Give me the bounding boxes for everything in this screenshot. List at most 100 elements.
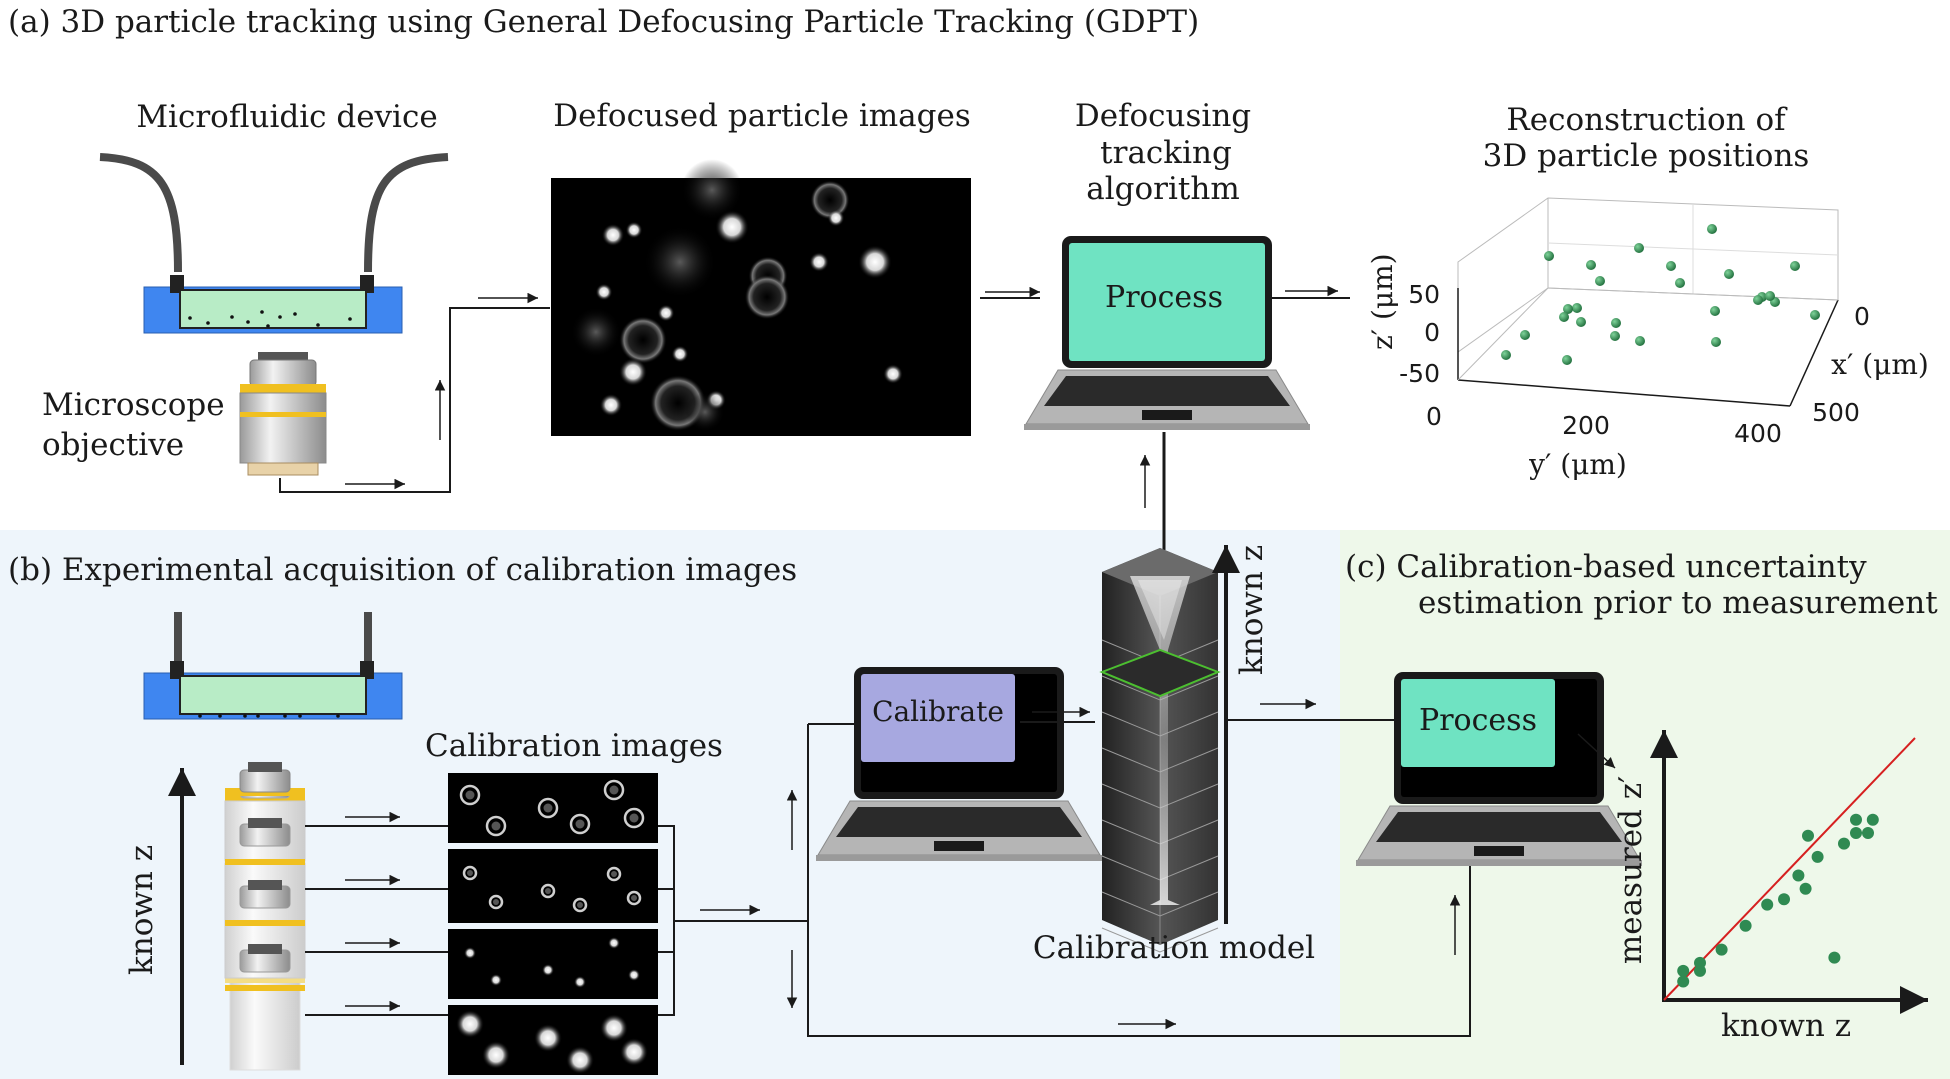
calibration-particle-core [611,871,617,877]
calibration-particle [459,784,481,806]
defocused-particle-image [551,159,971,436]
defocused-particle [619,316,667,364]
panel-c-title-line1: (c) Calibration-based uncertainty [1345,549,1867,585]
objective-stack [224,762,306,1071]
calibration-particle-core [609,785,619,795]
scatter-point [1850,827,1862,840]
calibrate-label: Calibrate [872,695,1004,728]
plot3d-point [1610,331,1620,341]
plot3d-xtick-1: 500 [1812,398,1860,427]
calibration-particle-core [629,813,639,823]
calibration-particle [534,1024,562,1052]
defocused-particle [657,304,675,322]
microfluidic-label: Microfluidic device [136,99,437,135]
calibration-particle-core [543,803,553,813]
panel-a-title: (a) 3D particle tracking using General D… [8,4,1199,40]
algorithm-label-line3: algorithm [1086,171,1239,207]
defocused-particle [625,221,643,239]
calibration-particle-core [491,821,501,831]
plot3d-point [1810,310,1820,320]
plot3d-ytick-0: 0 [1426,402,1442,431]
model-slice [1101,927,1219,953]
calibration-particle [569,813,591,835]
defocused-particle [570,306,622,358]
calibration-particle [572,897,588,913]
defocused-particle [809,252,829,272]
plot3d-point [1711,337,1721,347]
plot3d-point [1595,276,1605,286]
calibration-particle [537,797,559,819]
plot3d-point [1559,312,1569,322]
plot-3d: z′ (μm) 50 0 -50 0 200 400 y′ (μm) 0 500… [1366,197,1929,481]
calibration-particle-core [545,888,551,894]
scatter-xlabel: known z [1721,1008,1851,1044]
calibration-particle [600,1014,628,1042]
defocused-particle [681,159,743,221]
scatter-point [1828,951,1841,964]
scatter-point [1778,893,1790,906]
plot3d-point [1634,243,1644,253]
calibration-particle [603,779,625,801]
defocused-particle [827,209,845,227]
calibration-particle [485,815,507,837]
defocused-particle [744,274,790,320]
scatter-plot-c: measured z′ known z [1613,730,1928,1044]
plot3d-point [1544,251,1554,261]
algorithm-label-line2: tracking [1100,135,1232,171]
plot3d-point [1611,318,1621,328]
scatter-ylabel: measured z′ [1613,776,1649,964]
calibration-particle [542,964,554,976]
scatter-point [1739,919,1752,932]
plot3d-ztick-2: -50 [1399,359,1440,388]
model-slice [1101,891,1219,917]
plot3d-point [1562,355,1572,365]
plot3d-point [1753,295,1763,305]
process-label-a: Process [1105,280,1223,315]
calibration-particle [628,969,640,981]
defocused-particle [643,225,717,299]
panel-c-background [1340,530,1950,1079]
objective-to-images-line [279,307,550,493]
known-z-label-b: known z [124,845,160,975]
calibration-particle [566,1046,594,1074]
algorithm-label-line1: Defocusing [1075,98,1251,134]
calibration-particle [626,890,642,906]
plot3d-point [1666,261,1676,271]
calibration-images-label: Calibration images [425,728,723,764]
scatter-point [1792,869,1805,882]
objective-label-line2: objective [42,427,184,463]
defocused-particle [810,180,850,220]
defocused-particle [715,210,749,244]
calibration-particle [490,974,502,986]
microscope-objective [239,352,327,476]
calibration-particle [620,1038,648,1066]
plot3d-ztick-1: 0 [1424,318,1440,347]
plot3d-point [1635,336,1645,346]
model-axis-label: known z [1234,545,1270,675]
defocused-images-label: Defocused particle images [553,98,971,134]
plot3d-point [1572,303,1582,313]
plot3d-point [1724,269,1734,279]
scatter-point [1811,850,1824,863]
microfluidic-device [99,153,449,334]
reconstruction-label-line1: Reconstruction of [1506,102,1788,138]
plot3d-point [1501,350,1511,360]
calibration-particle-core [575,819,585,829]
scatter-point [1802,829,1814,842]
plot3d-point [1790,261,1800,271]
calibration-particle-core [465,790,475,800]
scatter-point [1862,827,1874,840]
calibration-model [1099,548,1221,953]
calibration-images [448,773,658,1075]
fit-line [1663,737,1916,1001]
plot3d-xlabel: x′ (μm) [1831,348,1929,381]
plot3d-point [1586,260,1596,270]
plot3d-point [1765,291,1775,301]
panel-b-title: (b) Experimental acquisition of calibrat… [8,552,797,588]
defocused-particle [685,392,725,432]
scatter-point [1838,837,1850,850]
plot3d-ytick-2: 400 [1734,419,1782,448]
calibration-particle [488,894,504,910]
calibration-particle-core [467,870,473,876]
scatter-point [1715,943,1728,956]
